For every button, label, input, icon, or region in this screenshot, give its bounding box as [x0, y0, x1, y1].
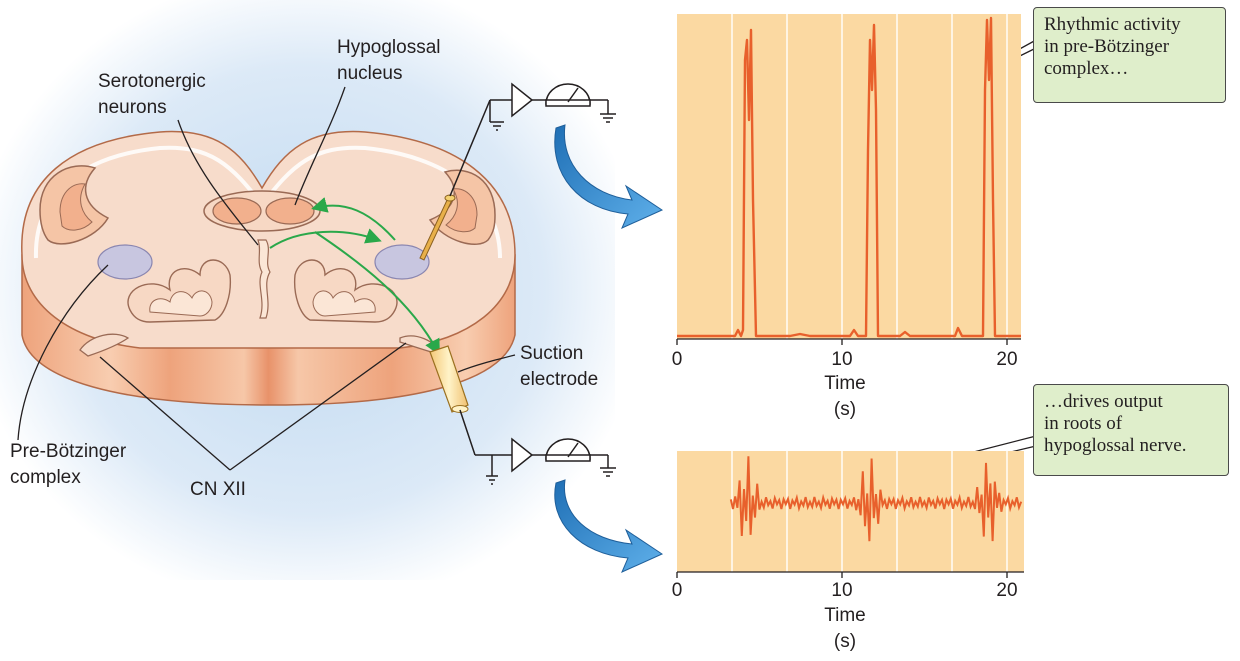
label-hypoglossal-2: nucleus: [337, 63, 403, 84]
leader-hypoglossal: [294, 86, 346, 206]
chart-bottom-plot-area: [677, 451, 1024, 572]
label-prebot-1: Pre-Bötzinger: [10, 441, 127, 462]
pre-botzinger-left: [97, 244, 153, 280]
callout-top-line-2: in pre-Bötzinger: [1044, 36, 1170, 57]
pre-botzinger-right: [374, 244, 430, 280]
callout-top-line-1: Rhythmic activity: [1044, 14, 1181, 35]
chart-top-x-unit: (s): [833, 399, 857, 420]
chart-bottom-tick-10: 10: [831, 580, 853, 601]
suction-electrode: [429, 345, 476, 456]
label-hypoglossal-1: Hypoglossal: [337, 37, 441, 58]
chart-top-tick-10: 10: [831, 349, 853, 370]
curved-arrow-top: [554, 124, 664, 229]
chart-bottom-gridlines: [731, 451, 1008, 572]
brainstem-slice: [21, 130, 516, 406]
callout-bottom-line-1: …drives output: [1044, 391, 1163, 412]
callout-top-line-3: complex…: [1044, 58, 1129, 79]
label-suction-1: Suction: [520, 343, 584, 364]
chart-top-gridlines: [731, 14, 1008, 339]
chart-top-tick-0: 0: [671, 349, 683, 370]
hypoglossal-nucleus-left: [212, 197, 262, 225]
leader-suction: [457, 354, 516, 373]
pathway-arrow-to-nucleus: [311, 197, 396, 241]
leader-prebot: [17, 264, 109, 441]
label-serotonergic-2: neurons: [98, 97, 167, 118]
chart-bottom: [676, 451, 1024, 578]
callout-bottom-line-2: in roots of: [1044, 413, 1123, 434]
chart-bottom-x-unit: (s): [833, 631, 857, 652]
chart-top-tick-20: 20: [996, 349, 1018, 370]
amplifier-bottom: [475, 437, 616, 485]
chart-bottom-trace: [729, 456, 1023, 542]
label-cn-xii: CN XII: [190, 479, 246, 500]
chart-top-plot-area: [677, 14, 1021, 339]
amplifier-top: [489, 82, 616, 131]
hypoglossal-nucleus-right: [265, 197, 315, 225]
callout-bottom-line-3: hypoglossal nerve.: [1044, 435, 1187, 456]
chart-bottom-tick-20: 20: [996, 580, 1018, 601]
chart-bottom-tick-0: 0: [671, 580, 683, 601]
label-serotonergic-1: Serotonergic: [98, 71, 206, 92]
chart-top-trace: [677, 16, 1021, 338]
pathway-arrow-to-prebot: [269, 228, 382, 249]
leader-cnxii-left: [99, 356, 231, 471]
cn-xii-root-left: [79, 333, 130, 357]
chart-top: [676, 14, 1021, 345]
chart-top-x-label: Time: [824, 373, 866, 394]
label-prebot-2: complex: [10, 467, 81, 488]
leader-serotonergic: [177, 119, 259, 246]
serotonergic-raphe: [257, 239, 271, 319]
label-suction-2: electrode: [520, 369, 599, 390]
curved-arrow-bottom: [554, 479, 664, 573]
recording-electrode: [419, 99, 491, 261]
leader-cnxii-right: [229, 342, 407, 471]
chart-bottom-x-label: Time: [824, 605, 866, 626]
callout-drives-output: …drives output in roots of hypoglossal n…: [1033, 384, 1229, 476]
pathway-arrow-to-root: [314, 231, 440, 356]
callout-rhythmic-activity: Rhythmic activity in pre-Bötzinger compl…: [1033, 7, 1226, 103]
